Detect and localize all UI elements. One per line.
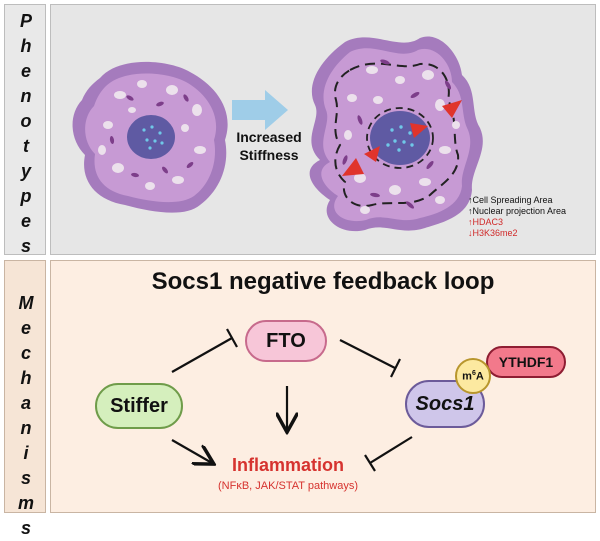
phenotypes_label-letter: t	[23, 136, 29, 156]
pathways-label: (NFκB, JAK/STAT pathways)	[218, 480, 358, 492]
mechanisms_label-letter: a	[20, 393, 31, 413]
phenotypes_label-letter: e	[20, 61, 31, 81]
stiffness-line-2: Stiffness	[239, 147, 299, 163]
inhibit-fto-to-socs1	[339, 339, 396, 369]
m6a-node: m6A	[455, 358, 491, 394]
phenotypes_label-letter: o	[20, 111, 32, 131]
ythdf1-node: YTHDF1	[486, 346, 566, 378]
h3k36me2-item: ↓H3K36me2	[468, 228, 518, 238]
mechanisms_label-letter: c	[20, 343, 31, 363]
expansion-arrows	[342, 100, 462, 176]
m6a-label: m6A	[462, 369, 484, 383]
mechanisms_label-letter: e	[20, 318, 31, 338]
cell-spreading-item: ↑Cell Spreading Area	[468, 195, 553, 205]
soft-nucleus	[127, 115, 175, 159]
stiff-nucleus	[370, 111, 430, 165]
stiff-cell	[309, 36, 483, 232]
hdac3-item: ↑HDAC3	[468, 217, 504, 227]
phenotype-change-list: ↑Cell Spreading Area ↑Nuclear projection…	[468, 195, 566, 239]
mechanism-title: Socs1 negative feedback loop	[151, 268, 495, 295]
stiffer-label: Stiffer	[110, 394, 168, 417]
stiffness-line-1: Increased	[236, 129, 302, 145]
soft-cell	[72, 61, 228, 213]
mechanism-edges	[171, 328, 413, 472]
mechanisms_label-letter: h	[20, 368, 32, 388]
soft-nucleus-dots	[142, 125, 164, 150]
inflammation-label: Inflammation	[231, 455, 344, 475]
nuclear-projection-item: ↑Nuclear projection Area	[468, 206, 567, 216]
mechanisms_label-letter: s	[20, 468, 31, 488]
socs1-label: Socs1	[415, 392, 475, 415]
mechanisms_label-letter: i	[23, 443, 29, 463]
mechanisms_label-letter: m	[17, 493, 34, 513]
phenotypes_label-letter: y	[20, 161, 31, 181]
arrow-stiffer-to-inflammation	[171, 439, 212, 463]
increased-stiffness-label: Increased Stiffness	[226, 128, 312, 164]
phenotypes_label-letter: h	[20, 36, 32, 56]
inhibit-socs1-to-inflammation	[369, 436, 413, 464]
mechanisms_label-letter: s	[20, 518, 31, 538]
phenotypes_label-letter: p	[20, 186, 32, 206]
phenotypes_label-letter: e	[20, 211, 31, 231]
stiff-vesicles	[344, 66, 460, 214]
diagram-graphics	[72, 36, 483, 472]
stiffer-node: Stiffer	[95, 383, 183, 429]
nuclear-projection-outline	[366, 107, 434, 169]
mechanisms_label-letter: M	[18, 293, 34, 313]
fto-label: FTO	[266, 329, 306, 352]
soft-organelles	[109, 94, 194, 178]
stiff-nucleus-dots	[386, 125, 414, 152]
phenotypes_label-letter: P	[19, 11, 32, 31]
mechanisms_label-letter: n	[20, 418, 32, 438]
phenotypes_label-letter: n	[20, 86, 32, 106]
stiff-organelles	[342, 59, 452, 209]
stiffness-arrow	[232, 90, 288, 130]
inhibit-stiffer-to-fto	[171, 337, 233, 373]
phenotypes_label-letter: s	[20, 236, 31, 256]
soft-vesicles	[98, 80, 206, 190]
fto-node: FTO	[245, 320, 327, 362]
ythdf1-label: YTHDF1	[498, 354, 554, 370]
